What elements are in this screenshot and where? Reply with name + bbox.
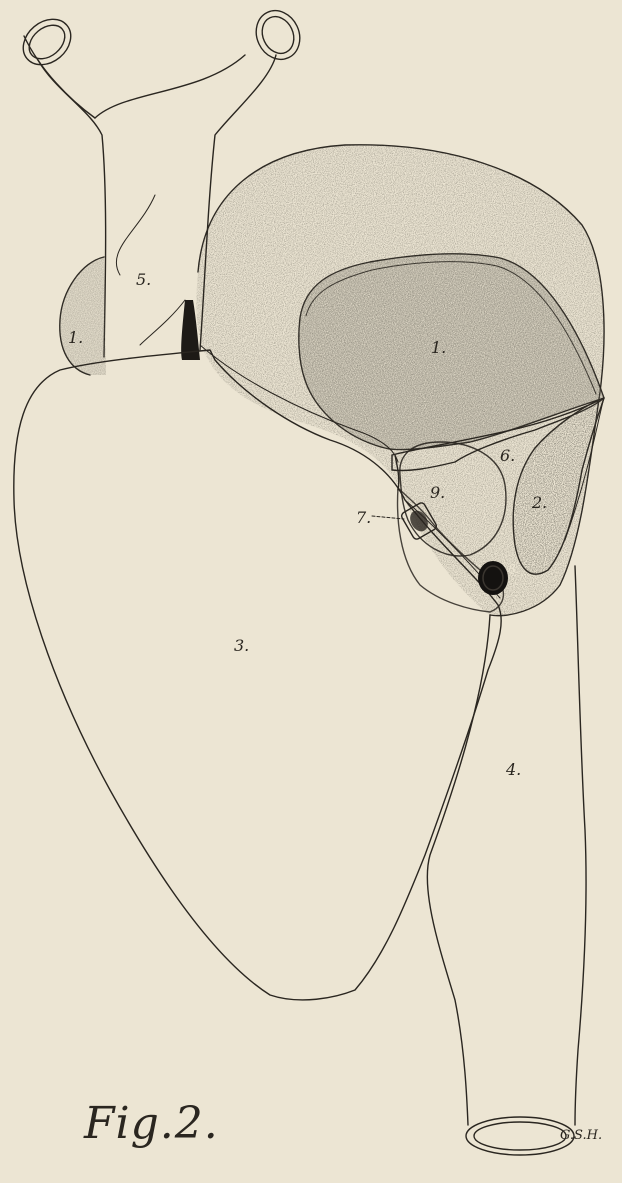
- label-3: 3.: [234, 638, 249, 654]
- pulmonary-artery-4: [427, 566, 586, 1155]
- label-4: 4.: [506, 762, 521, 778]
- label-7: 7.: [356, 510, 371, 526]
- label-6: 6.: [500, 448, 515, 464]
- label-1-main: 1.: [431, 340, 446, 356]
- label-2: 2.: [532, 495, 547, 511]
- label-9: 9.: [430, 485, 445, 501]
- label-8: 8.: [508, 563, 519, 575]
- auricle-stipple: [58, 255, 106, 377]
- vessel-8: [478, 561, 508, 595]
- label-1-upper: 1.: [68, 330, 83, 346]
- artist-signature: G.S.H.: [560, 1128, 602, 1143]
- label-5: 5.: [136, 272, 151, 288]
- figure-caption: Fig.2.: [84, 1098, 219, 1149]
